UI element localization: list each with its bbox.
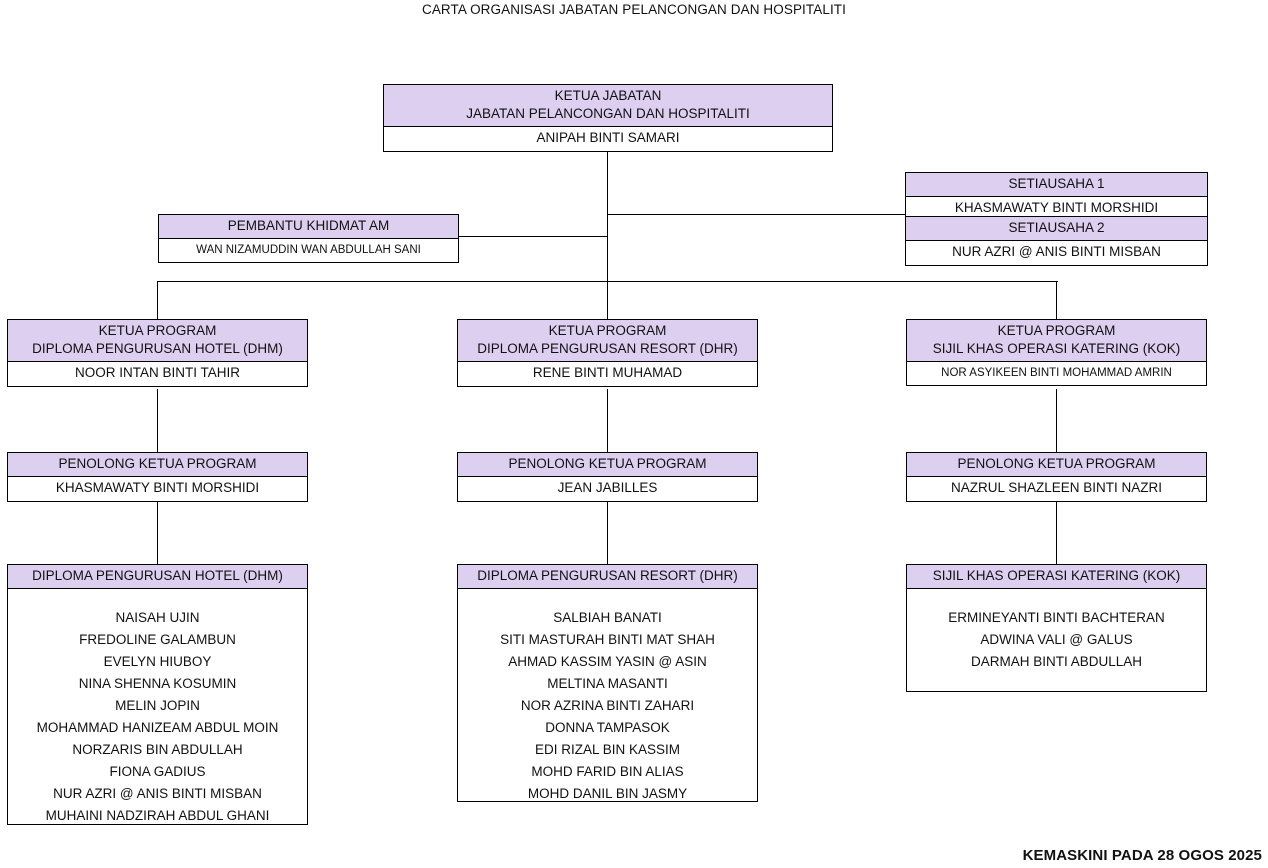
staff-member: MOHAMMAD HANIZEAM ABDUL MOIN: [36, 719, 279, 735]
node-program-head-dhm-title-line2: DIPLOMA PENGURUSAN HOTEL (DHM): [32, 340, 283, 356]
staff-member: NOR AZRINA BINTI ZAHARI: [520, 697, 695, 713]
connector-head-to-secretaries: [607, 214, 907, 216]
node-deputy-head-dhm-title: PENOLONG KETUA PROGRAM: [8, 453, 307, 477]
node-deputy-head-kok-name: NAZRUL SHAZLEEN BINTI NAZRI: [950, 479, 1163, 495]
staff-member: EDI RIZAL BIN KASSIM: [534, 741, 681, 757]
node-program-head-dhm[interactable]: KETUA PROGRAM DIPLOMA PENGURUSAN HOTEL (…: [7, 319, 308, 387]
staff-member: MELIN JOPIN: [115, 697, 200, 713]
node-secretary-1-name: KHASMAWATY BINTI MORSHIDI: [954, 199, 1159, 215]
node-deputy-head-dhr-name: JEAN JABILLES: [557, 479, 658, 495]
node-deputy-head-kok[interactable]: PENOLONG KETUA PROGRAM NAZRUL SHAZLEEN B…: [906, 452, 1207, 502]
node-head-title-line1: KETUA JABATAN: [554, 88, 662, 103]
connector-dhr-head-to-deputy: [607, 389, 609, 452]
connector-bus-drop-kok: [1056, 281, 1058, 319]
node-program-head-kok-title-line2: SIJIL KHAS OPERASI KATERING (KOK): [932, 340, 1181, 356]
staff-list-dhm[interactable]: DIPLOMA PENGURUSAN HOTEL (DHM) NAISAH UJ…: [7, 564, 308, 825]
staff-member: MOHD DANIL BIN JASMY: [527, 785, 688, 801]
staff-list-kok-title: SIJIL KHAS OPERASI KATERING (KOK): [907, 565, 1206, 589]
node-secretary-1[interactable]: SETIAUSAHA 1 KHASMAWATY BINTI MORSHIDI: [905, 172, 1208, 222]
node-deputy-head-kok-title: PENOLONG KETUA PROGRAM: [907, 453, 1206, 477]
node-program-head-dhr-title-line1: KETUA PROGRAM: [548, 323, 667, 338]
page-title: CARTA ORGANISASI JABATAN PELANCONGAN DAN…: [421, 2, 847, 17]
node-program-head-dhr-title-line2: DIPLOMA PENGURUSAN RESORT (DHR): [477, 340, 738, 356]
node-general-assistant-name: WAN NIZAMUDDIN WAN ABDULLAH SANI: [196, 243, 421, 256]
staff-list-dhr-title: DIPLOMA PENGURUSAN RESORT (DHR): [458, 565, 757, 589]
node-deputy-head-dhm[interactable]: PENOLONG KETUA PROGRAM KHASMAWATY BINTI …: [7, 452, 308, 502]
node-secretary-2-name: NUR AZRI @ ANIS BINTI MISBAN: [952, 243, 1161, 259]
staff-list-dhm-title: DIPLOMA PENGURUSAN HOTEL (DHM): [8, 565, 307, 589]
node-program-head-kok-name: NOR ASYIKEEN BINTI MOHAMMAD AMRIN: [941, 366, 1172, 379]
staff-member: NAISAH UJIN: [115, 609, 200, 625]
staff-member: SITI MASTURAH BINTI MAT SHAH: [500, 631, 715, 647]
node-program-head-dhr[interactable]: KETUA PROGRAM DIPLOMA PENGURUSAN RESORT …: [457, 319, 758, 387]
staff-member: ADWINA VALI @ GALUS: [980, 631, 1133, 647]
node-deputy-head-dhr-title: PENOLONG KETUA PROGRAM: [458, 453, 757, 477]
last-updated-note: KEMASKINI PADA 28 OGOS 2025: [1022, 847, 1262, 864]
staff-list-dhm-members: NAISAH UJIN FREDOLINE GALAMBUN EVELYN HIUB…: [8, 589, 307, 837]
staff-member: MUHAINI NADZIRAH ABDUL GHANI: [45, 807, 270, 823]
connector-bus-drop-dhm: [157, 281, 159, 319]
staff-list-kok[interactable]: SIJIL KHAS OPERASI KATERING (KOK) ERMINE…: [906, 564, 1207, 692]
connector-kok-deputy-to-staff: [1056, 499, 1058, 564]
node-program-head-dhm-title: KETUA PROGRAM DIPLOMA PENGURUSAN HOTEL (…: [8, 320, 307, 362]
staff-member: MOHD FARID BIN ALIAS: [531, 763, 684, 779]
node-head-title-line2: JABATAN PELANCONGAN DAN HOSPITALITI: [466, 105, 750, 121]
staff-member: NINA SHENNA KOSUMIN: [78, 675, 237, 691]
staff-member: DARMAH BINTI ABDULLAH: [970, 653, 1143, 669]
staff-list-dhr[interactable]: DIPLOMA PENGURUSAN RESORT (DHR) SALBIAH …: [457, 564, 758, 802]
node-secretary-2-title: SETIAUSAHA 2: [906, 217, 1207, 241]
node-program-head-dhm-name: NOOR INTAN BINTI TAHIR: [74, 364, 240, 380]
connector-dhr-deputy-to-staff: [607, 499, 609, 564]
node-deputy-head-dhr[interactable]: PENOLONG KETUA PROGRAM JEAN JABILLES: [457, 452, 758, 502]
node-program-head-kok[interactable]: KETUA PROGRAM SIJIL KHAS OPERASI KATERIN…: [906, 319, 1207, 387]
connector-dhm-head-to-deputy: [157, 389, 159, 452]
staff-member: SALBIAH BANATI: [553, 609, 662, 625]
connector-dhm-deputy-to-staff: [157, 499, 159, 564]
node-program-head-dhr-title: KETUA PROGRAM DIPLOMA PENGURUSAN RESORT …: [458, 320, 757, 362]
node-head-of-department[interactable]: KETUA JABATAN JABATAN PELANCONGAN DAN HO…: [383, 84, 833, 152]
node-head-name: ANIPAH BINTI SAMARI: [536, 129, 680, 145]
staff-member: NORZARIS BIN ABDULLAH: [72, 741, 243, 757]
staff-member: NUR AZRI @ ANIS BINTI MISBAN: [53, 785, 262, 801]
node-secretary-1-title: SETIAUSAHA 1: [906, 173, 1207, 197]
node-program-head-kok-title-line1: KETUA PROGRAM: [997, 323, 1116, 338]
staff-member: FREDOLINE GALAMBUN: [79, 631, 236, 647]
node-program-head-dhm-title-line1: KETUA PROGRAM: [98, 323, 217, 338]
node-program-head-dhr-name: RENE BINTI MUHAMAD: [532, 364, 683, 380]
connector-kok-head-to-deputy: [1056, 389, 1058, 452]
connector-head-to-general-assistant: [459, 236, 608, 238]
staff-member: FIONA GADIUS: [109, 763, 206, 779]
staff-member: MELTINA MASANTI: [547, 675, 668, 691]
node-general-assistant-title: PEMBANTU KHIDMAT AM: [159, 215, 458, 239]
node-secretary-2[interactable]: SETIAUSAHA 2 NUR AZRI @ ANIS BINTI MISBA…: [905, 216, 1208, 266]
connector-bus-drop-dhr: [607, 281, 609, 319]
node-program-head-kok-title: KETUA PROGRAM SIJIL KHAS OPERASI KATERIN…: [907, 320, 1206, 362]
staff-list-dhr-members: SALBIAH BANATI SITI MASTURAH BINTI MAT SH…: [458, 589, 757, 815]
node-deputy-head-dhm-name: KHASMAWATY BINTI MORSHIDI: [55, 479, 260, 495]
node-general-assistant[interactable]: PEMBANTU KHIDMAT AM WAN NIZAMUDDIN WAN A…: [158, 214, 459, 264]
node-head-title: KETUA JABATAN JABATAN PELANCONGAN DAN HO…: [384, 85, 832, 127]
staff-list-kok-members: ERMINEYANTI BINTI BACHTERAN ADWINA VALI @…: [907, 589, 1206, 683]
staff-member: ERMINEYANTI BINTI BACHTERAN: [948, 609, 1165, 625]
staff-member: AHMAD KASSIM YASIN @ ASIN: [508, 653, 707, 669]
connector-head-trunk: [607, 150, 609, 282]
staff-member: DONNA TAMPASOK: [545, 719, 670, 735]
staff-member: EVELYN HIUBOY: [103, 653, 212, 669]
